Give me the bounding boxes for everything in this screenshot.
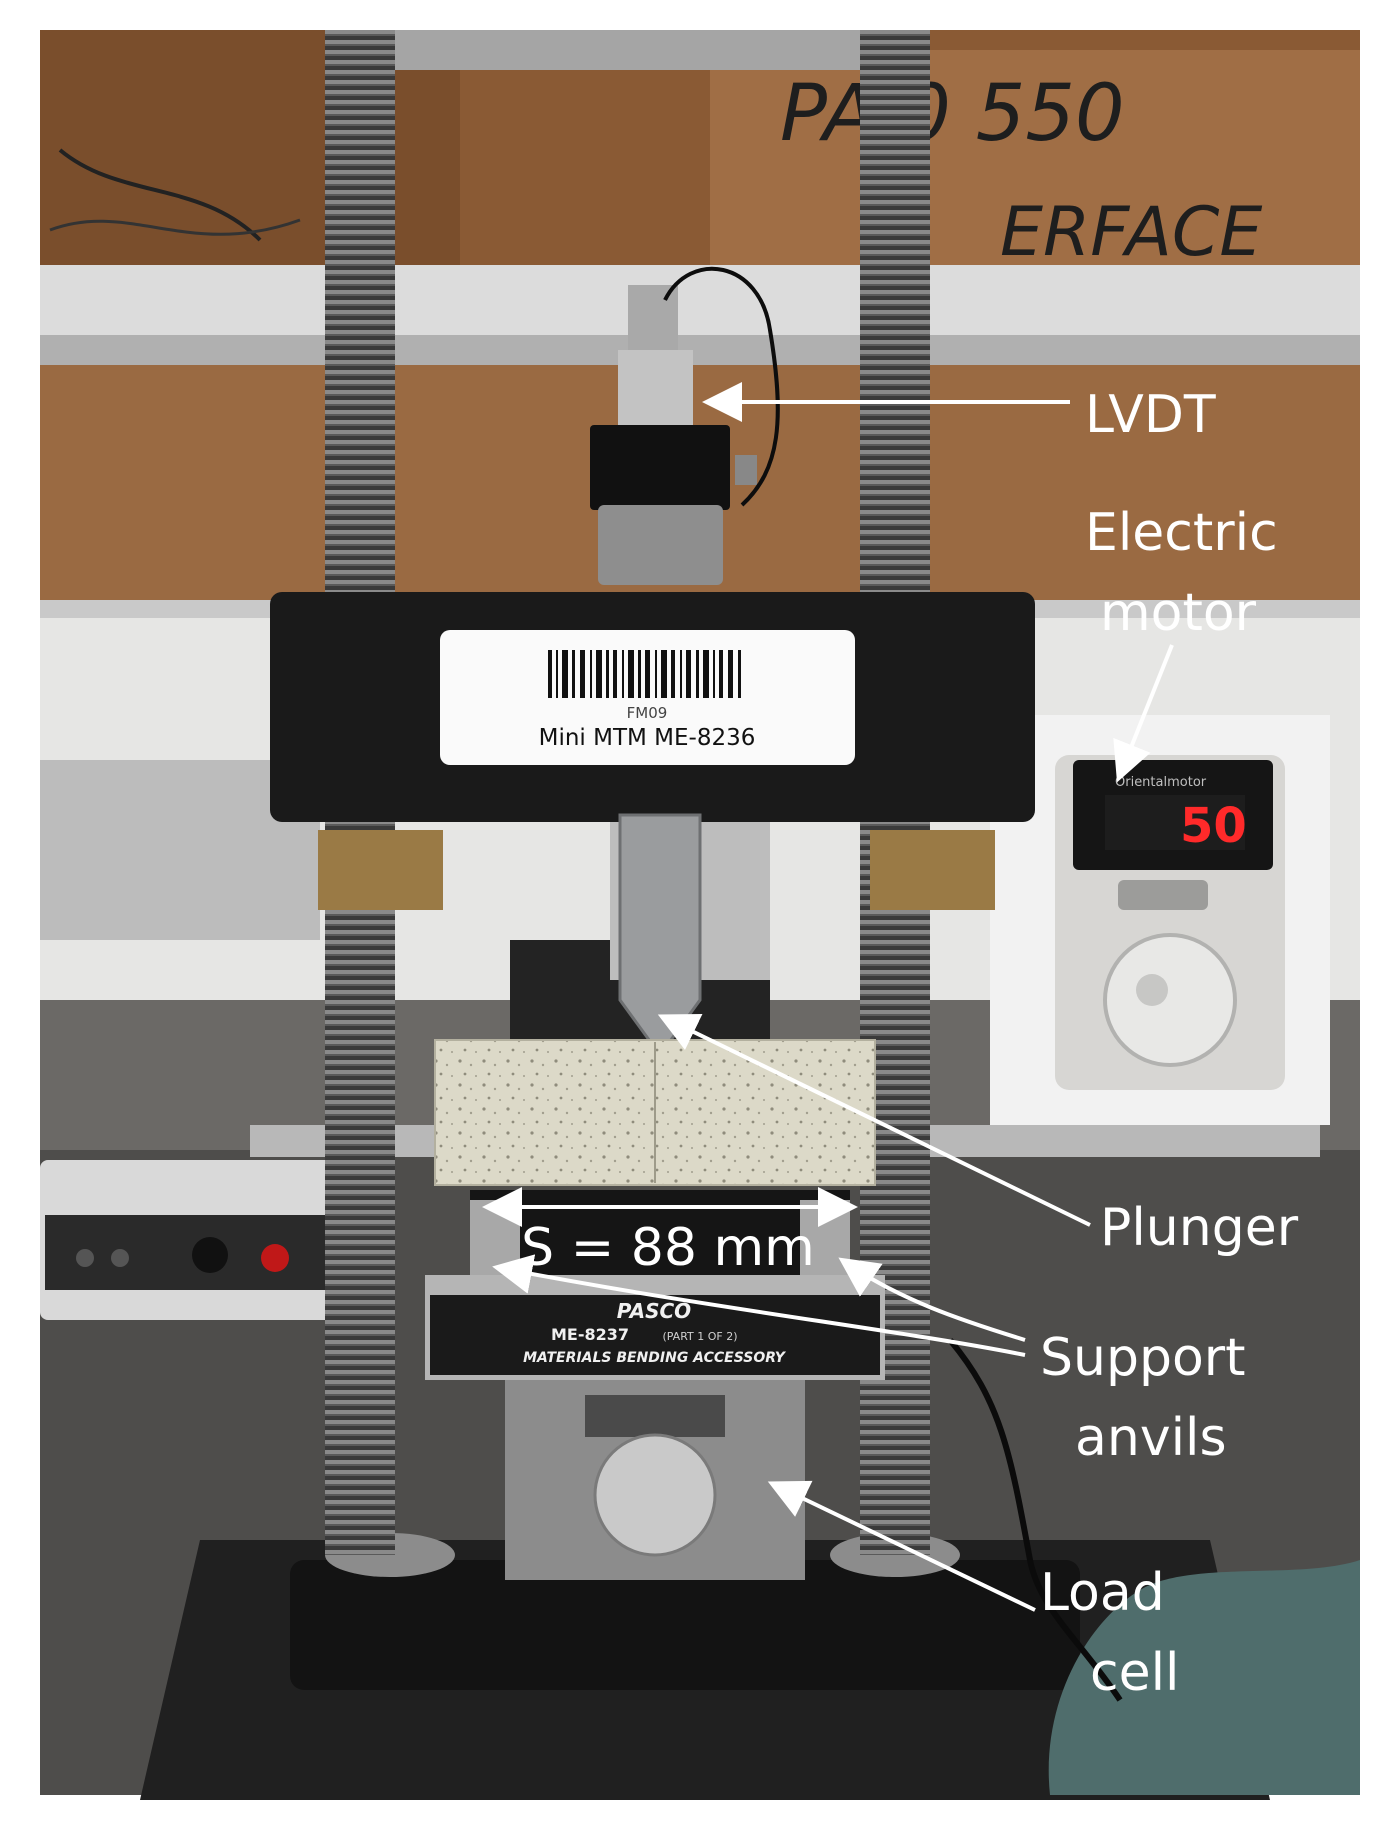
cloth <box>1048 1560 1360 1795</box>
accessory-name: MATERIALS BENDING ACCESSORY <box>523 1350 787 1366</box>
interface-box <box>40 1160 350 1320</box>
accessory-brand: PASCO <box>617 1299 691 1323</box>
label-lvdt: LVDT <box>1085 385 1216 445</box>
plunger <box>618 813 702 1058</box>
annotations: LVDT Electric motor Plunger S = 88 mm Su… <box>482 382 1299 1703</box>
motor-brand: Orientalmotor <box>1115 775 1207 790</box>
box-writing-1: PA 0 550 <box>780 69 1125 159</box>
accessory-model: ME-8237 <box>551 1325 629 1344</box>
label-support-anvils-2: anvils <box>1075 1408 1227 1468</box>
accessory-part: (PART 1 OF 2) <box>662 1330 737 1343</box>
box-writing-2: ERFACE <box>1000 193 1262 272</box>
label-support-anvils-1: Support <box>1040 1328 1246 1388</box>
label-span: S = 88 mm <box>521 1218 815 1278</box>
machine-base <box>140 1125 1320 1800</box>
label-load-cell-1: Load <box>1040 1563 1165 1623</box>
machine-name: Mini MTM ME-8236 <box>539 725 756 751</box>
barcode-code: FM09 <box>627 704 668 722</box>
label-electric-motor-1: Electric <box>1085 503 1278 563</box>
lvdt-sensor <box>590 266 780 585</box>
right-bushing <box>870 830 995 910</box>
load-cell <box>505 1380 805 1580</box>
motor-controller: Orientalmotor 50 <box>990 715 1330 1125</box>
crosshead: FM09 Mini MTM ME-8236 <box>270 592 1035 822</box>
left-bushing <box>318 830 443 910</box>
label-plunger: Plunger <box>1100 1198 1299 1258</box>
barcode <box>548 650 741 698</box>
label-electric-motor-2: motor <box>1100 583 1257 643</box>
motor-display: 50 <box>1180 798 1247 854</box>
label-load-cell-2: cell <box>1090 1643 1179 1703</box>
